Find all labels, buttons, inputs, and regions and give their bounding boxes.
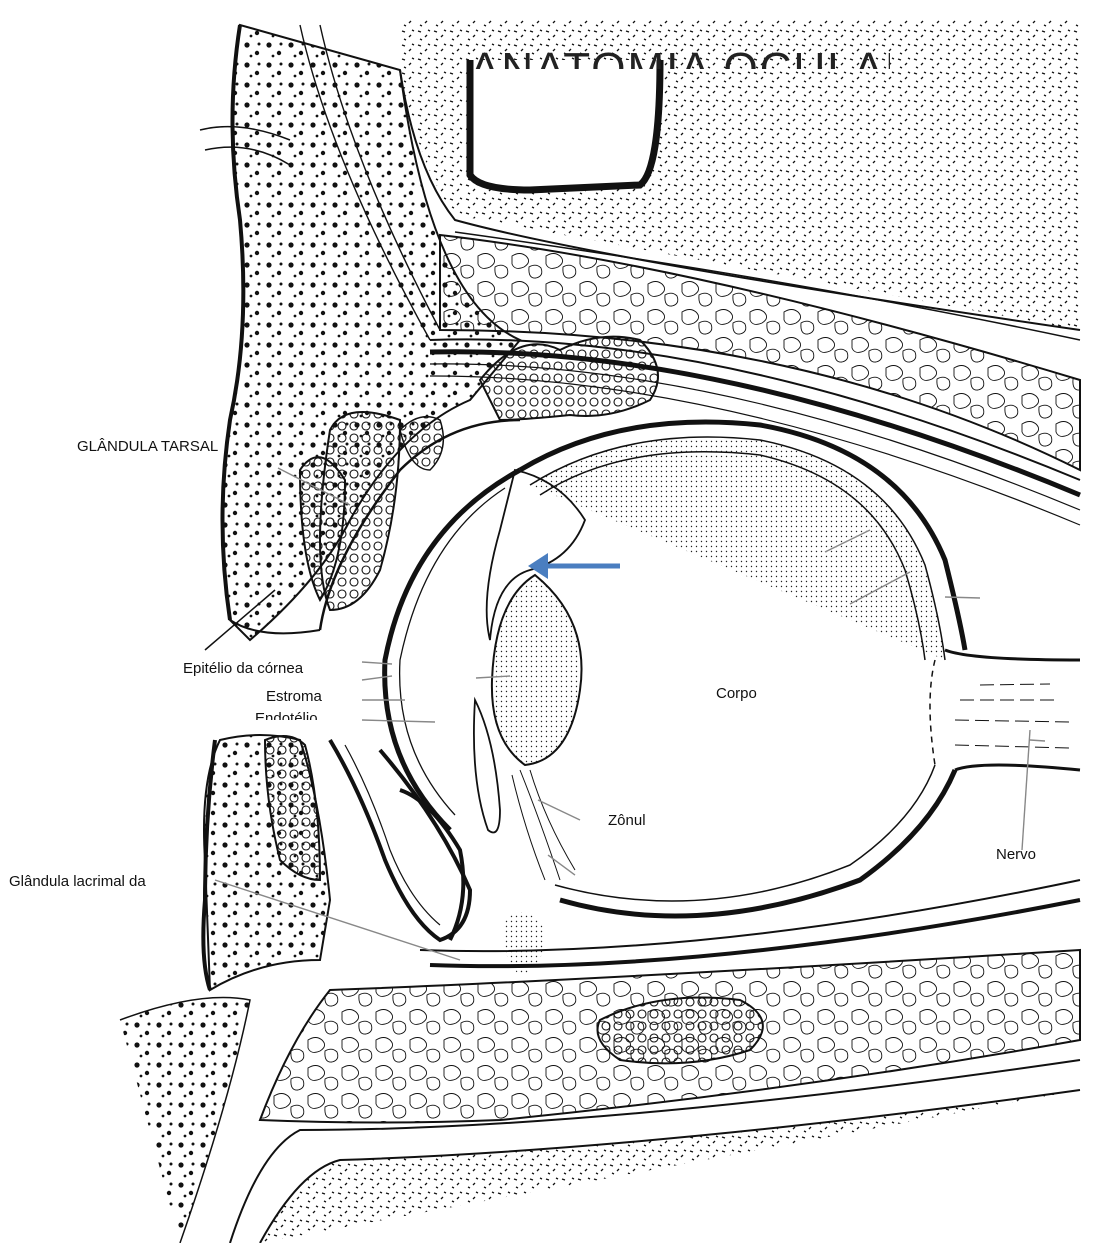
optic-nerve [945,650,1080,770]
label-nervo: Nervo [996,846,1036,861]
label-glandula-tarsal: GLÂNDULA TARSAL [77,438,218,456]
indicator-arrow [528,553,620,579]
label-glandula-lacrimal: Glândula lacrimal da [9,873,146,891]
label-estroma: Estroma [266,688,322,706]
label-epitelio-cornea: Epitélio da córnea [183,660,303,678]
label-zonula: Zônul [608,812,646,827]
label-endotelio: Endotélio [255,710,318,720]
eyeball-sclera [520,422,965,916]
diagram-title: ANATOMIA OCULAR [470,40,890,69]
label-corpo: Corpo [716,685,757,703]
lens [492,575,582,765]
